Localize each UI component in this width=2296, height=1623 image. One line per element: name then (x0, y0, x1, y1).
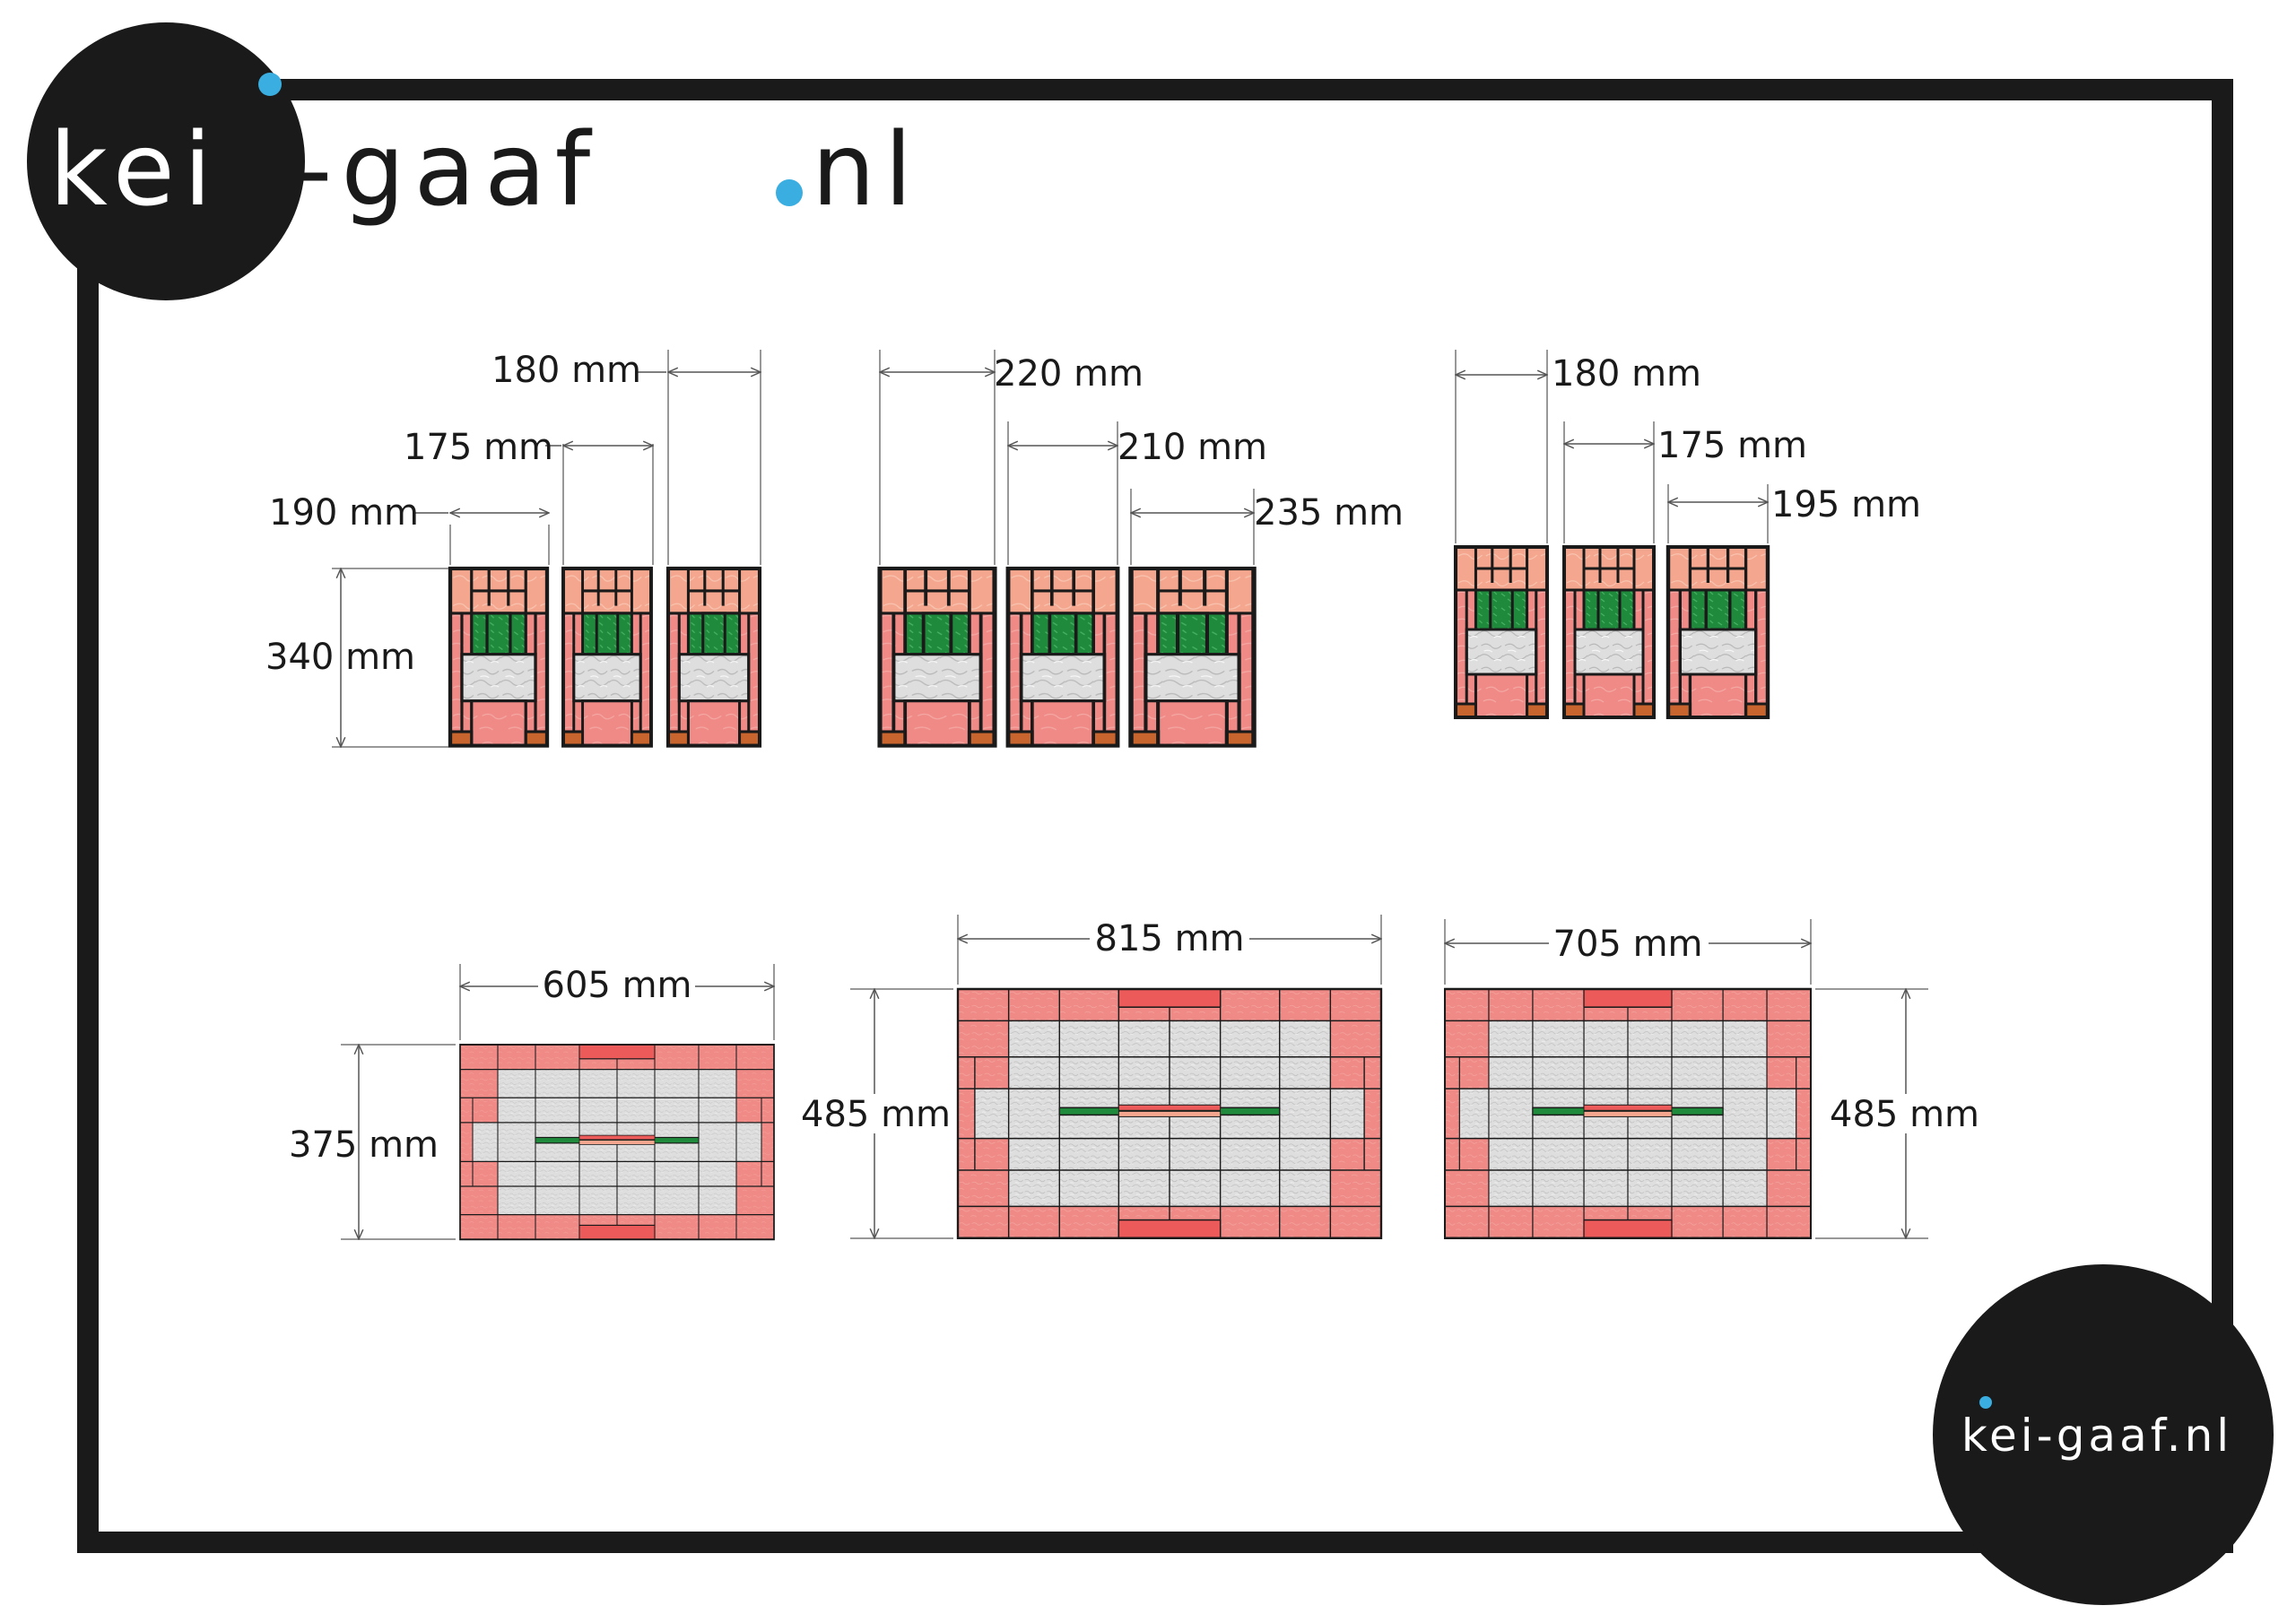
narrow-panel-1b (563, 568, 651, 746)
logo-circle-small (1933, 1264, 2274, 1605)
wide-panel-605 (459, 1044, 775, 1241)
logo-top-left: kei -gaaf nl (27, 22, 921, 300)
dim-label-375: 375 mm (289, 1124, 439, 1166)
dim-label-235: 235 mm (1254, 492, 1404, 534)
dim-label-605: 605 mm (543, 965, 692, 1006)
dim-label-190: 190 mm (269, 492, 419, 534)
wide-panel-group-2: 815 mm 485 mm (800, 915, 1383, 1240)
outer-frame (77, 79, 2233, 1553)
dim-label-175-b: 175 mm (1657, 425, 1807, 466)
logo-suffix: -gaaf (296, 112, 599, 229)
narrow-panel-2b (1008, 568, 1118, 746)
narrow-panel-3a (1456, 547, 1547, 717)
wide-panel-815 (956, 987, 1383, 1240)
wide-panel-group-3: 705 mm 485 mm (1443, 919, 1980, 1240)
logo-tld: nl (812, 112, 921, 229)
dim-label-485-b: 485 mm (1830, 1094, 1979, 1135)
logo-circle (27, 22, 305, 300)
panel-group-2: 220 mm 210 mm 235 mm (880, 350, 1404, 746)
narrow-panel-2a (880, 568, 995, 746)
narrow-panel-1c (668, 568, 760, 746)
narrow-panel-3b (1562, 545, 1656, 719)
svg-text:-gaaf: -gaaf (296, 112, 599, 229)
panel-group-1: 190 mm 175 mm 180 mm 340 mm (265, 350, 761, 747)
dim-label-175: 175 mm (404, 427, 553, 468)
panel-group-3: 180 mm 175 mm 195 mm (1456, 350, 1921, 717)
dim-label-195: 195 mm (1771, 484, 1921, 525)
logo-prefix: kei (49, 112, 221, 229)
svg-text:kei: kei (49, 112, 221, 229)
dim-label-220: 220 mm (994, 353, 1144, 395)
narrow-panel-3c (1668, 547, 1768, 717)
wide-panel-705 (1443, 987, 1813, 1240)
logo-small-dot-icon (1979, 1396, 1992, 1409)
logo-small-text: kei-gaaf.nl (1961, 1410, 2232, 1462)
logo-bottom-right: kei-gaaf.nl (1933, 1264, 2274, 1605)
narrow-panel-2c (1131, 568, 1254, 746)
dim-label-210: 210 mm (1118, 427, 1267, 468)
dim-label-180: 180 mm (491, 350, 641, 391)
logo-dot-icon (258, 73, 282, 96)
dim-label-340: 340 mm (265, 637, 415, 678)
svg-text:nl: nl (812, 112, 921, 229)
dim-label-485-a: 485 mm (801, 1094, 951, 1135)
wide-panel-group-1: 605 mm 375 mm (289, 964, 775, 1241)
logo-tld-dot-icon (776, 179, 803, 206)
dim-label-815: 815 mm (1095, 918, 1245, 959)
dim-label-180-b: 180 mm (1552, 353, 1701, 395)
narrow-panel-1a (450, 568, 547, 746)
dim-label-705: 705 mm (1553, 924, 1703, 965)
